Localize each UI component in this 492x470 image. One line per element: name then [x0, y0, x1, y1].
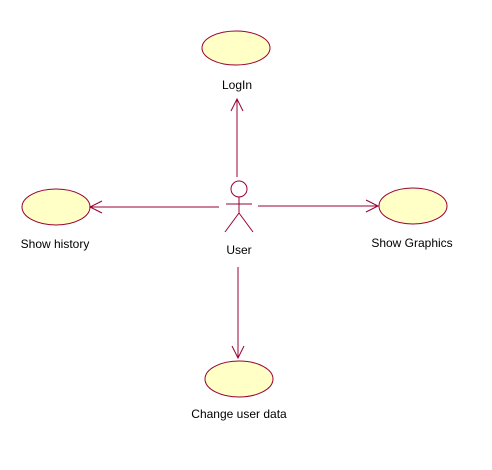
use-case-login-ellipse[interactable] [201, 30, 271, 66]
association-user-show-graphics[interactable] [258, 199, 380, 213]
use-case-login-label: LogIn [221, 78, 253, 92]
association-user-change-user-data[interactable] [231, 267, 245, 360]
use-case-change-user-data-ellipse[interactable] [204, 360, 274, 398]
association-user-show-history[interactable] [88, 200, 219, 214]
use-case-show-graphics-ellipse[interactable] [378, 187, 448, 225]
actor-icon[interactable] [224, 180, 254, 233]
use-case-change-user-data-label: Change user data [191, 407, 287, 421]
actor-label: User [226, 243, 252, 257]
association-user-login[interactable] [230, 97, 244, 177]
use-case-show-history-label: Show history [20, 237, 90, 251]
use-case-show-graphics-label: Show Graphics [371, 236, 453, 250]
use-case-show-history-ellipse[interactable] [21, 188, 91, 226]
